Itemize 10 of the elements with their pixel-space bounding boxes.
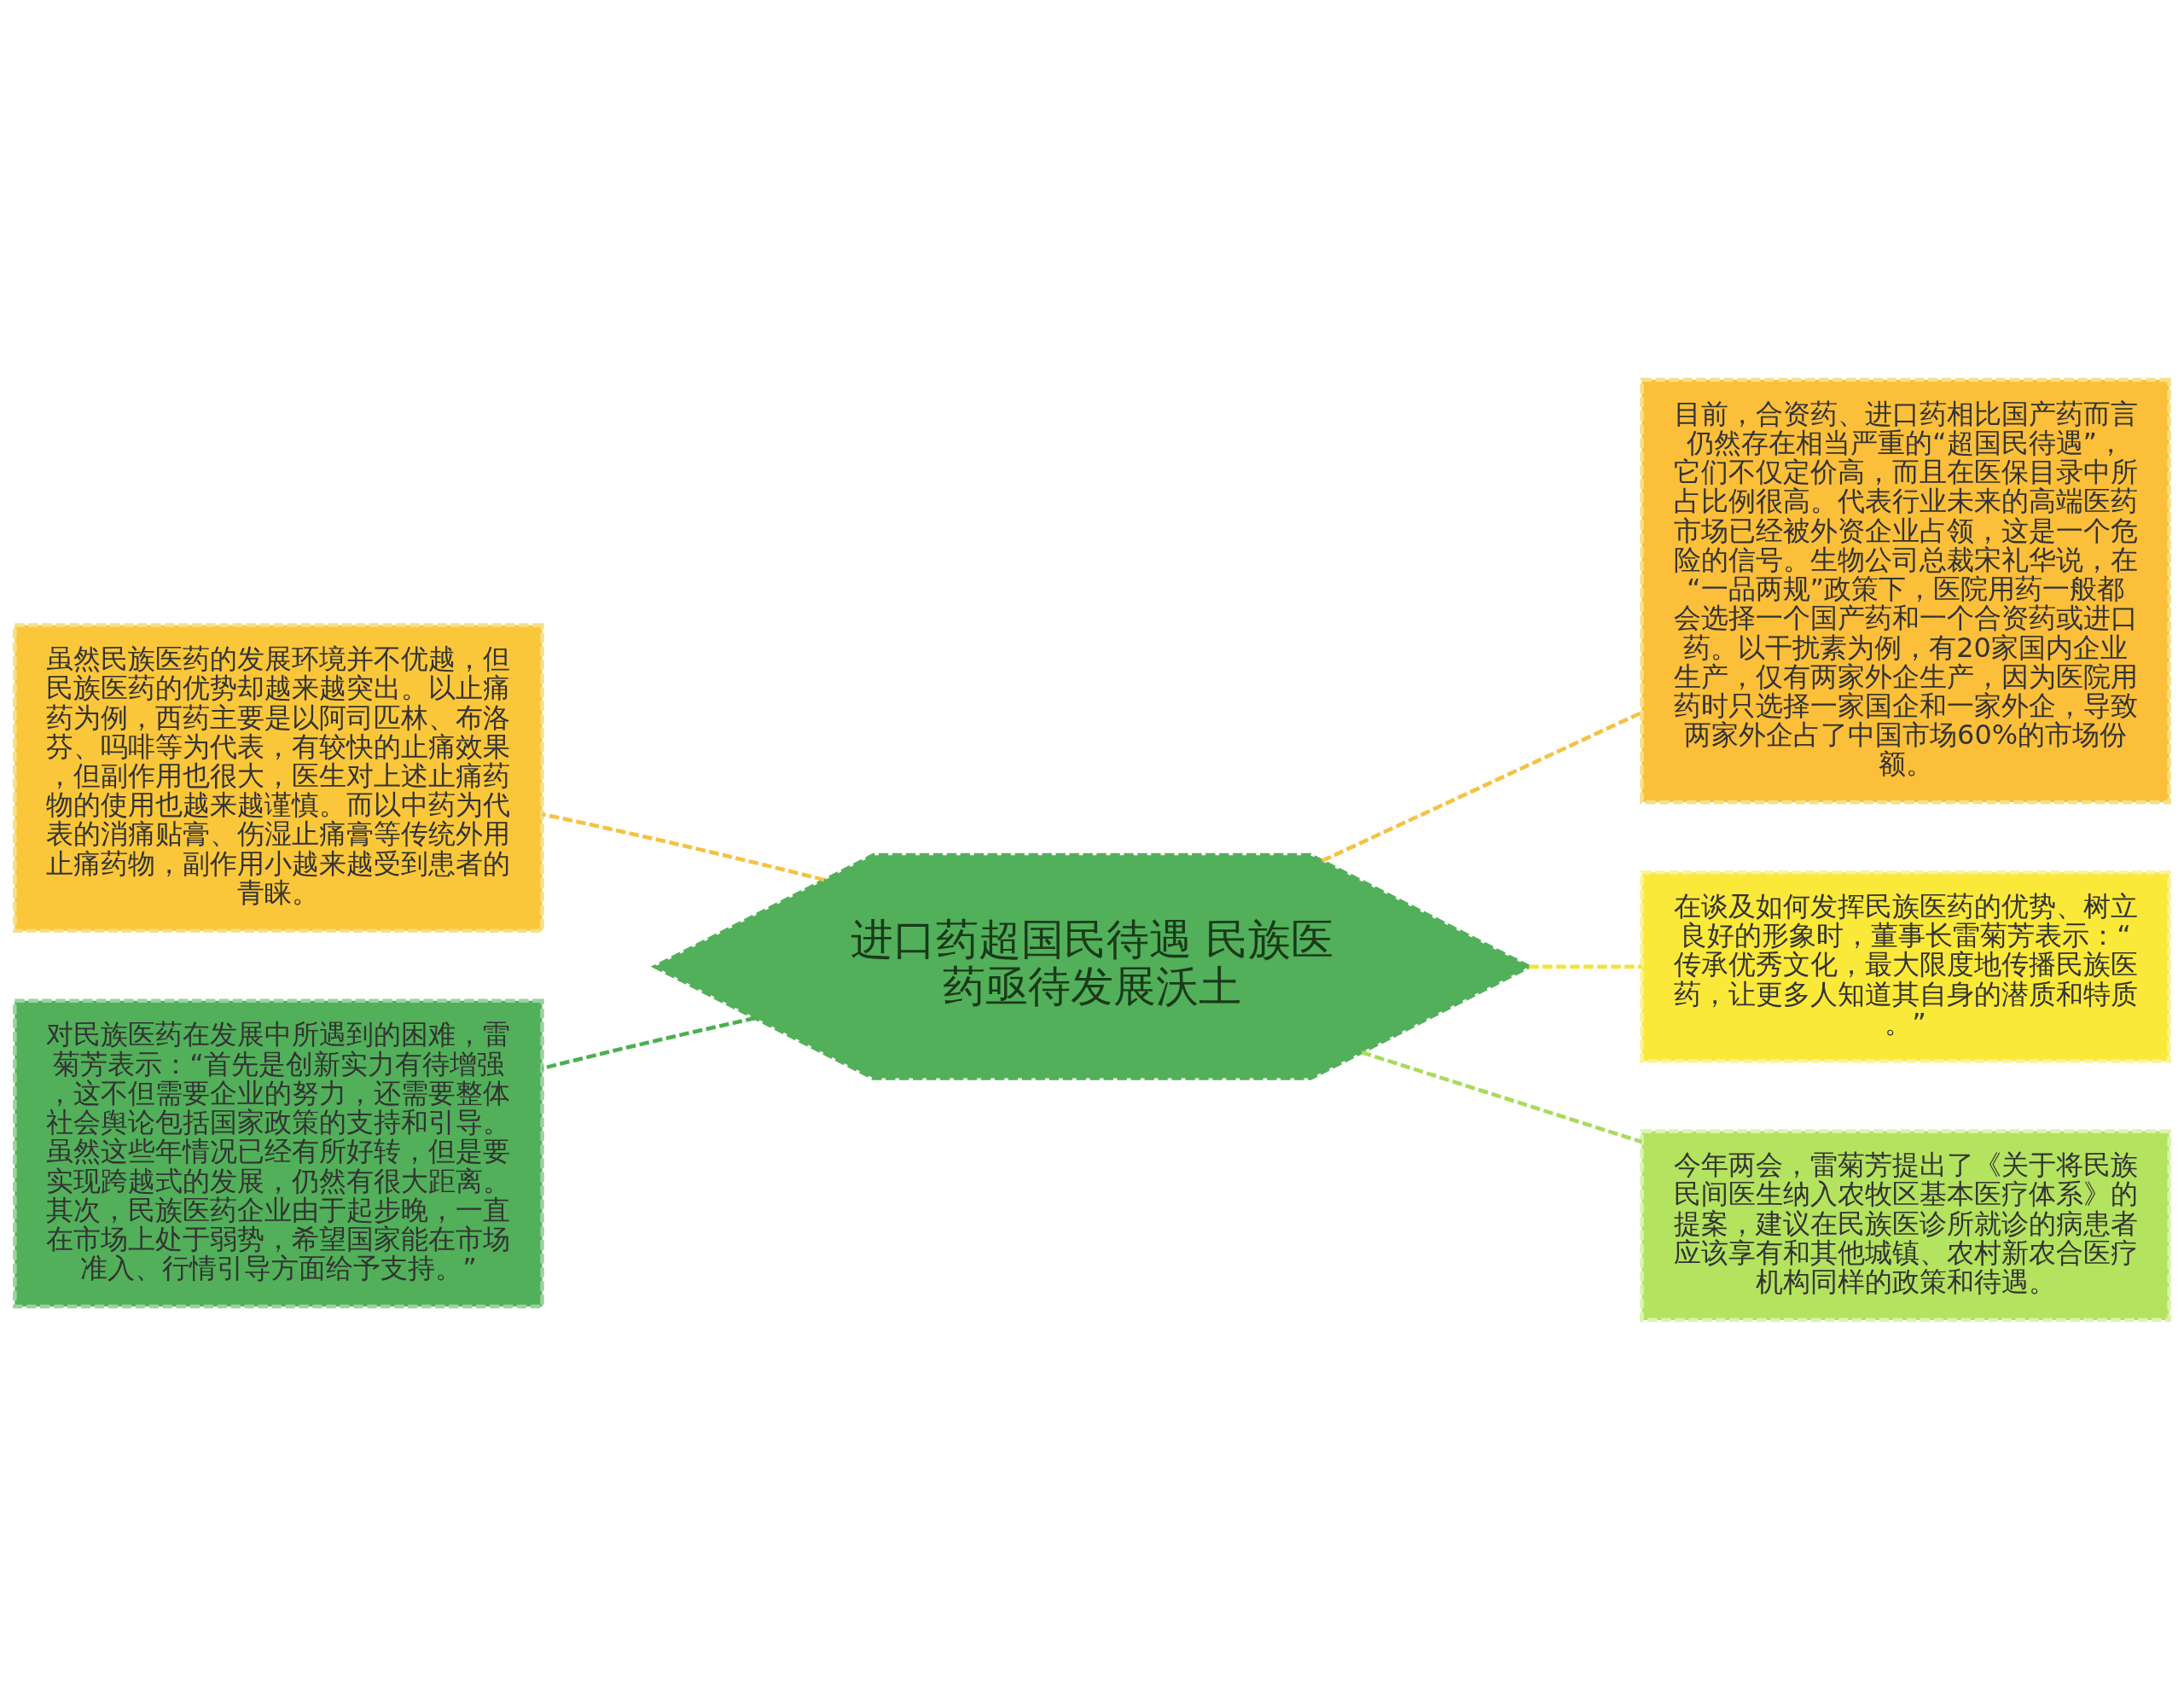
node-box: 虽然民族医药的发展环境并不优越，但民族医药的优势却越来越突出。以止痛药为例，西药主要是以阿司匹林、布洛芬、吗啡等为代表，有较快的止痛效果，但副作用也很大，医生对上述止痛药物的使用也越来越谨慎。而以中药为代表的消痛贴膏、伤湿止痛膏等传统外用止痛药物，副作用小越来越受到患者的青睐。 xyxy=(13,622,544,933)
node-box: 今年两会，雷菊芳提出了《关于将民族民间医生纳入农牧区基本医疗体系》的提案，建议在民族医诊所就诊的病患者应该享有和其他城镇、农村新农合医疗机构同样的政策和待遇。 xyxy=(1640,1128,2171,1322)
connector xyxy=(1321,710,1643,863)
node-box: 在谈及如何发挥民族医药的优势、树立良好的形象时，董事长雷菊芳表示：“传承优秀文化，最大限度地传播民族医药，让更多人知道其自身的潜质和特质。” xyxy=(1640,870,2171,1063)
connector xyxy=(542,812,825,882)
node-box: 目前，合资药、进口药相比国产药而言仍然存在相当严重的“超国民待遇”，它们不仅定价高，而且在医保目录中所占比例很高。代表行业未来的高端医药市场已经被外资企业占领，这是一个危险的信号。生物公司总裁宋礼华说，在“一品两规”政策下，医院用药一般都会选择一个国产药和一个合资药或进口药。以干扰素为例，有20家国内企业生产，仅有两家外企生产，因为医院用药时只选择一家国企和一家外企，导致两家外企占了中国市场60%的市场份额。 xyxy=(1640,377,2171,804)
connector xyxy=(1529,964,1642,969)
node-box: 对民族医药在发展中所遇到的困难，雷菊芳表示：“首先是创新实力有待增强，这不但需要企业的努力，还需要整体社会舆论包括国家政策的支持和引导。虽然这些年情况已经有所好转，但是要实现跨越式的发展，仍然有很大距离。其次，民族医药企业由于起步晚，一直在市场上处于弱势，希望国家能在市场准入、行情引导方面给予支持。” xyxy=(13,998,544,1308)
connector xyxy=(541,1015,756,1070)
connector xyxy=(1361,1050,1642,1143)
